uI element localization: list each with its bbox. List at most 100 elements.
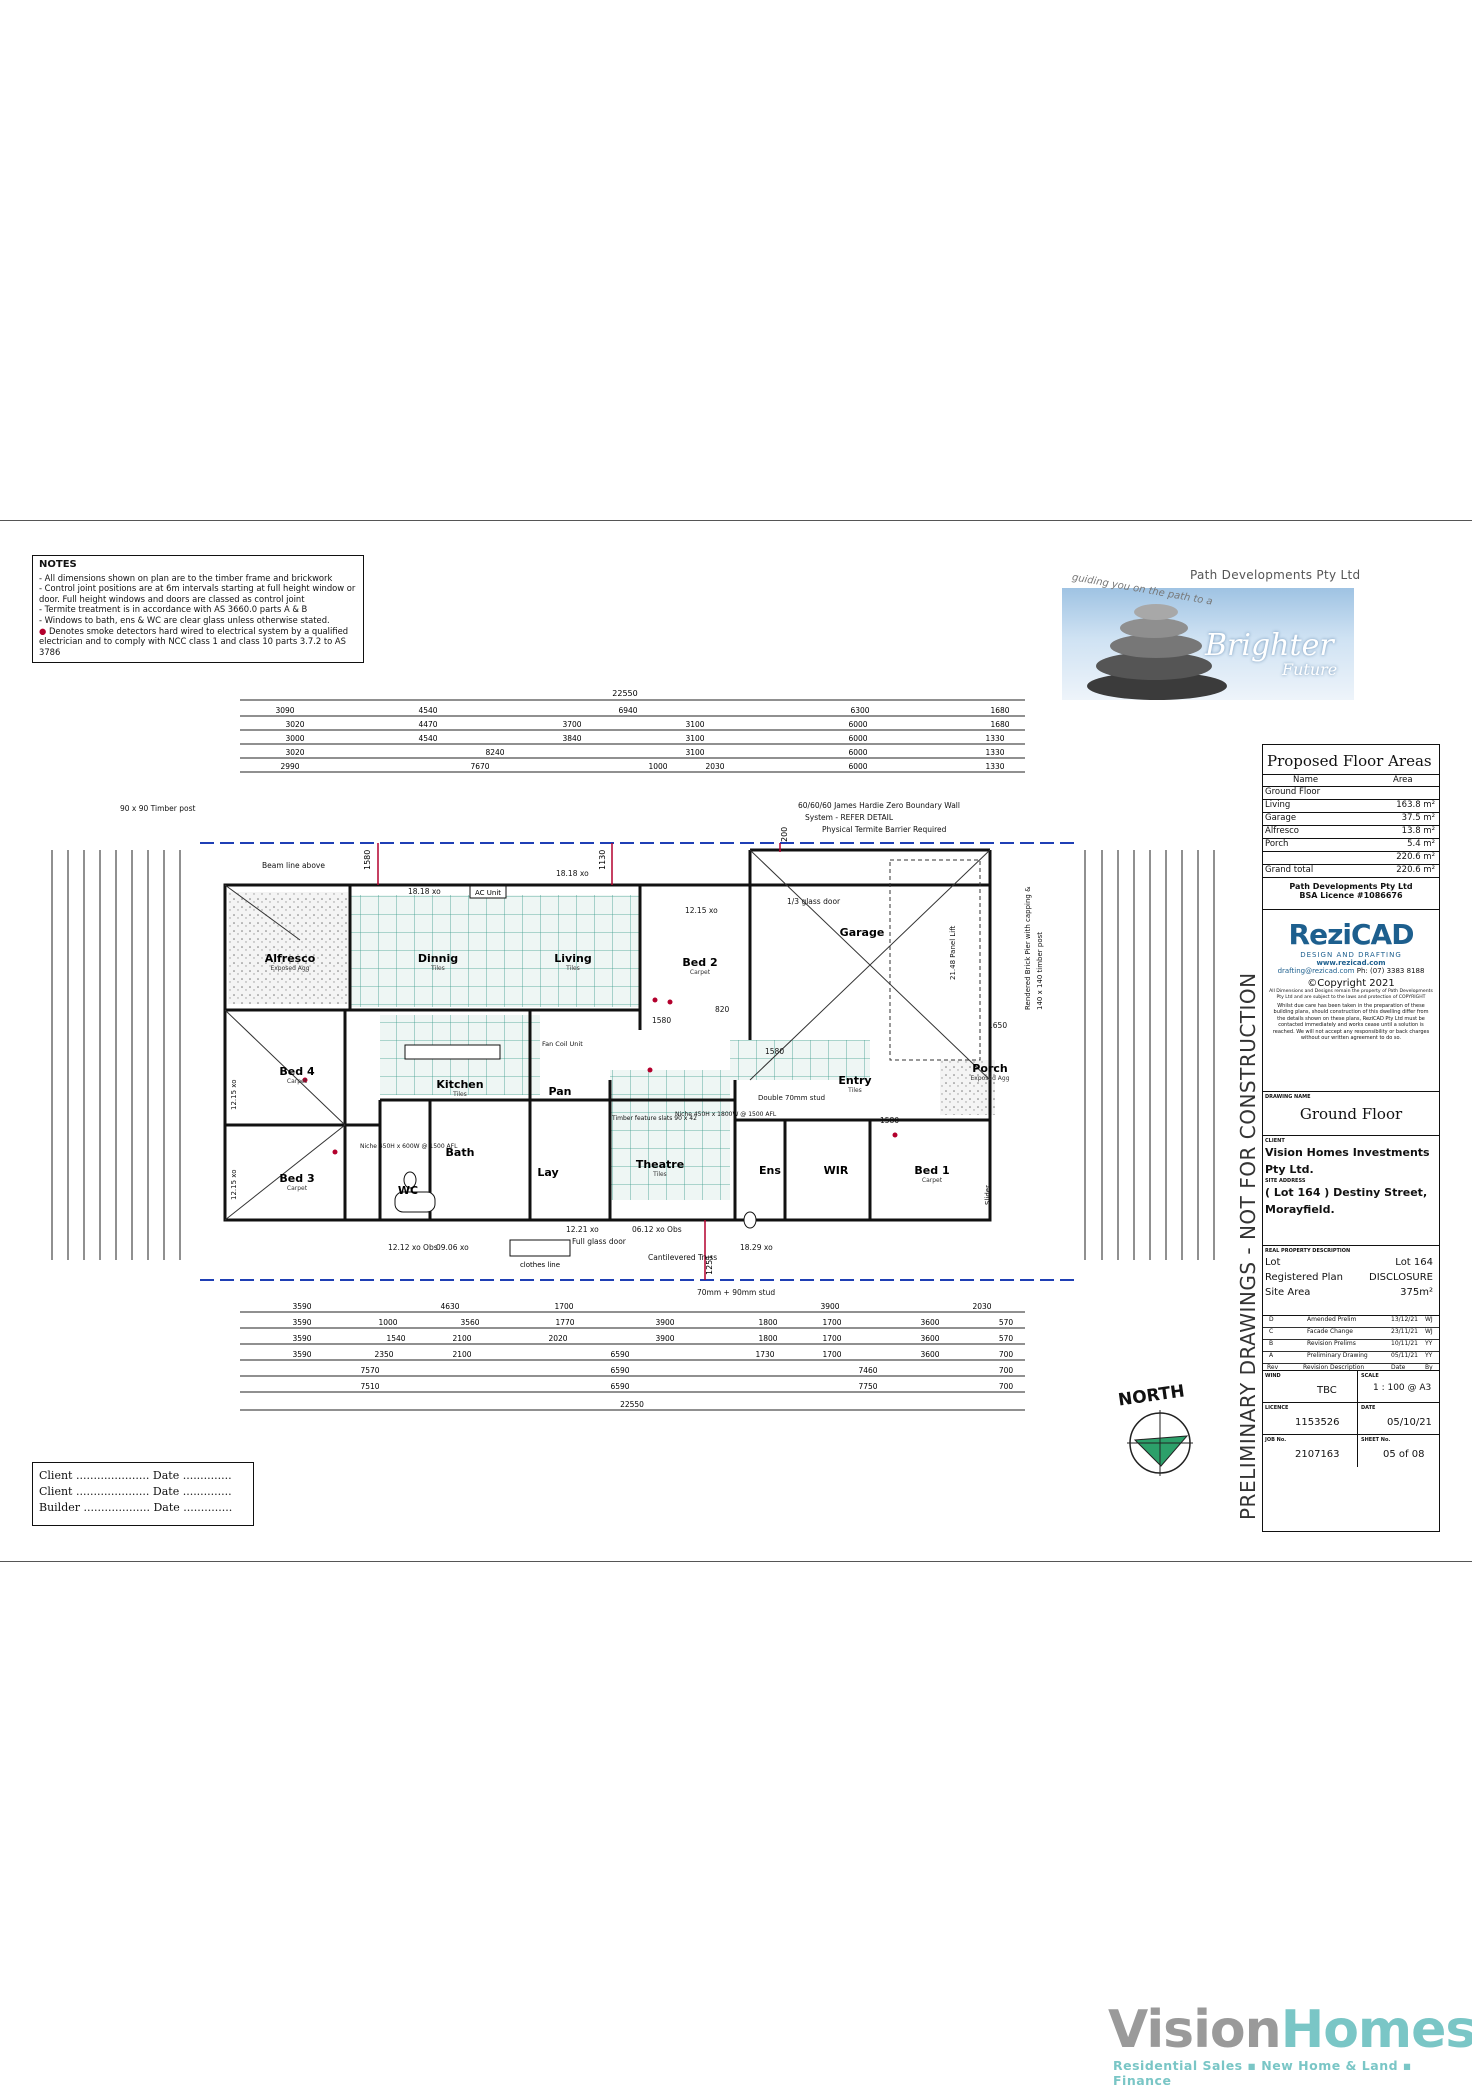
note-item: ● Denotes smoke detectors hard wired to … <box>39 625 349 657</box>
dim-bottom: 3600 <box>920 1334 939 1343</box>
garage-roof-lines <box>749 849 991 1081</box>
dim-bottom: 6590 <box>610 1382 629 1391</box>
dim-bottom: 700 <box>999 1366 1014 1375</box>
dim-bottom: 6590 <box>610 1350 629 1359</box>
theatre-tiles <box>610 1070 730 1200</box>
smoke-detector-icon: ● <box>39 625 47 636</box>
roof-hip-lines <box>224 884 346 1221</box>
dim-bottom: 1540 <box>386 1334 405 1343</box>
dim-bottom: 2030 <box>972 1302 991 1311</box>
callout-timber-slats: Timber feature slats 90 x 42 <box>611 1115 697 1122</box>
dim-top: 4470 <box>418 720 437 729</box>
dim-top: 1680 <box>990 720 1009 729</box>
dim-top: 3700 <box>562 720 581 729</box>
dim-bottom: 1730 <box>755 1350 774 1359</box>
dim-top: 6000 <box>848 762 867 771</box>
dim-bottom: 1700 <box>554 1302 573 1311</box>
north-arrow-icon <box>1127 1410 1193 1476</box>
client-cell: CLIENT Vision Homes Investments Pty Ltd.… <box>1263 1136 1439 1246</box>
room-finish: Carpet <box>287 1185 308 1192</box>
dim-bottom: 4630 <box>440 1302 459 1311</box>
room-ensuite: Ens <box>759 1164 781 1177</box>
room-living: Living <box>554 952 591 965</box>
callout-brick-pier: Rendered Brick Pier with capping & <box>1024 886 1032 1010</box>
ac-unit-label: AC Unit <box>475 889 501 897</box>
toilet-wc <box>403 1171 417 1189</box>
floor-areas-title: Proposed Floor Areas <box>1263 745 1439 775</box>
dim-top: 2990 <box>280 762 299 771</box>
note-item: - Windows to bath, ens & WC are clear gl… <box>39 614 330 625</box>
kitchen-bench <box>404 1044 501 1060</box>
callout-glass-door: 1/3 glass door <box>787 897 841 906</box>
room-bed-2: Bed 2 <box>682 956 717 969</box>
stacked-stones-icon <box>1087 604 1227 700</box>
dim-bottom: 3590 <box>292 1334 311 1343</box>
window-label: 09.06 xo <box>436 1243 469 1252</box>
signoff-box: Client ..................... Date ......… <box>32 1462 254 1526</box>
dim-top: 3090 <box>275 706 294 715</box>
note-item: - Control joint positions are at 6m inte… <box>39 583 356 604</box>
room-pantry: Pan <box>548 1085 571 1098</box>
dim-top: 3840 <box>562 734 581 743</box>
dim-top: 6940 <box>618 706 637 715</box>
dim-label: 1650 <box>988 1021 1007 1030</box>
floor-areas-section: Ground Floor <box>1263 787 1439 800</box>
window-label: 18.18 xo <box>408 887 441 896</box>
job-sheet-row: JOB No. 2107163 SHEET No. 05 of 08 <box>1263 1435 1439 1467</box>
dim-top: 8240 <box>485 748 504 757</box>
callout-double-stud: Double 70mm stud <box>758 1094 825 1102</box>
callout-timber-post: 90 x 90 Timber post <box>120 804 196 813</box>
dim-top: 1000 <box>648 762 667 771</box>
dim-bottom: 700 <box>999 1382 1014 1391</box>
window-label: 12.15 xo <box>685 906 718 915</box>
dim-bottom: 3590 <box>292 1318 311 1327</box>
room-finish: Exposed Agg <box>970 1075 1009 1082</box>
dim-bottom: 7750 <box>858 1382 877 1391</box>
vision-homes-logo: VisionHomes <box>1108 2000 1472 2060</box>
callout-refer-detail: System - REFER DETAIL <box>805 813 894 822</box>
callout-stud: 70mm + 90mm stud <box>697 1288 775 1297</box>
dim-bottom: 1700 <box>822 1334 841 1343</box>
top-dimensions <box>240 699 1025 773</box>
title-block: Proposed Floor Areas Name Area Ground Fl… <box>1262 744 1440 1532</box>
signoff-line: Builder ................... Date .......… <box>39 1501 233 1514</box>
notes-box: NOTES - All dimensions shown on plan are… <box>32 555 364 663</box>
dim-bottom: 7510 <box>360 1382 379 1391</box>
preliminary-watermark: PRELIMINARY DRAWINGS - NOT FOR CONSTRUCT… <box>1236 972 1260 1520</box>
dim-top: 6000 <box>848 720 867 729</box>
room-alfresco: Alfresco <box>265 952 316 965</box>
note-item: - Termite treatment is in accordance wit… <box>39 604 308 615</box>
living-dining-tiles <box>350 895 640 1007</box>
right-dimensions <box>1084 850 1215 1260</box>
room-porch: Porch <box>972 1062 1007 1075</box>
dim-top: 3000 <box>285 734 304 743</box>
room-finish: Tiles <box>565 965 580 972</box>
entry-tiles <box>730 1040 870 1080</box>
door-width-label: 1580 <box>765 1047 784 1056</box>
bottom-dimensions <box>240 1311 1025 1411</box>
brand-banner-image <box>1062 588 1354 700</box>
callout-fan-coil: Fan Coil Unit <box>542 1040 583 1048</box>
room-dining: Dinnig <box>418 952 458 965</box>
room-bed-3: Bed 3 <box>279 1172 314 1185</box>
room-laundry: Lay <box>537 1166 558 1179</box>
dim-bottom: 3590 <box>292 1302 311 1311</box>
signoff-line: Client ..................... Date ......… <box>39 1485 232 1498</box>
window-label: 18.18 xo <box>556 869 589 878</box>
door-width-label: 1580 <box>652 1016 671 1025</box>
rezicad-logo: ReziCAD <box>1288 918 1415 951</box>
smoke-detectors <box>302 997 898 1155</box>
dim-bottom: 570 <box>999 1334 1014 1343</box>
clothes-line <box>509 1239 571 1257</box>
dim-bottom: 3600 <box>920 1318 939 1327</box>
dim-top: 1330 <box>985 748 1004 757</box>
setback-dim: 200 <box>780 827 789 842</box>
dim-bottom: 3590 <box>292 1350 311 1359</box>
floor-areas-header: Name Area <box>1263 775 1439 787</box>
callout-termite: Physical Termite Barrier Required <box>822 825 947 834</box>
room-theatre: Theatre <box>636 1158 684 1171</box>
room-wc: WC <box>398 1184 418 1197</box>
brand-company-name: Path Developments Pty Ltd <box>1190 568 1361 582</box>
